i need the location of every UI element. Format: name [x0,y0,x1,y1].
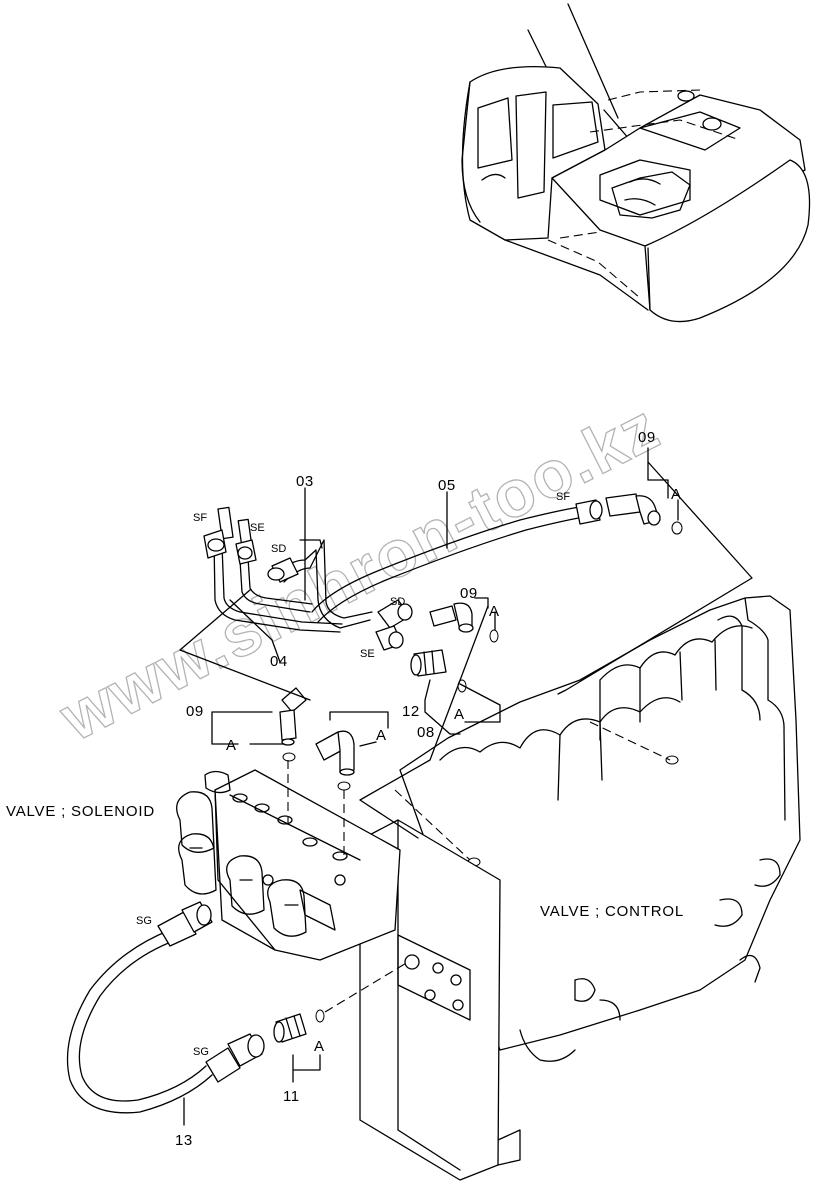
port-label-se-left: SE [250,522,265,534]
elbow-09-mid [429,602,474,633]
o-ring-mid [489,629,499,643]
port-label-sf-right: SF [556,491,570,503]
fitting-se-left [235,518,257,565]
port-label-sg-top: SG [136,915,152,927]
detail-label-a-top: A [671,486,682,503]
o-ring-11 [315,1009,325,1023]
label-valve-control: VALVE ; CONTROL [540,903,684,920]
port-label-sg-bottom: SG [193,1046,209,1058]
part-number-04: 04 [270,653,288,670]
centerline-11 [324,961,409,1013]
part-number-11: 11 [283,1088,300,1105]
o-ring-left [282,752,296,762]
port-label-sd-left: SD [271,543,286,555]
part-number-03: 03 [296,473,314,490]
detail-label-a-mid: A [489,603,500,620]
fitting-sd-left [267,557,299,583]
part-number-09-mid: 09 [460,585,478,602]
adapter-08 [410,649,447,677]
detail-label-a-left: A [226,737,237,754]
detail-label-a-12: A [376,727,387,744]
hose-13 [66,901,265,1114]
detail-label-a-08: A [454,706,465,723]
fitting-se-mid [375,625,404,651]
part-number-09-top: 09 [638,429,656,446]
port-label-sd-mid: SD [390,596,405,608]
port-label-sf-left: SF [193,512,207,524]
leader-lines [179,447,753,1126]
elbow-12 [315,730,355,776]
fitting-sf-left [203,506,234,559]
o-ring-12 [337,781,351,791]
part-number-08: 08 [417,724,435,741]
o-ring-top [671,521,683,535]
adapter-11 [273,1013,307,1043]
detail-label-a-11: A [314,1038,325,1055]
labels: VALVE ; SOLENOID VALVE ; CONTROL 03 04 0… [6,429,684,1149]
part-number-05: 05 [438,477,456,494]
elbow-09-top [605,493,661,526]
sf-right-fitting [575,499,603,525]
elbow-09-left [279,687,307,746]
port-label-se-mid: SE [360,648,375,660]
part-number-13: 13 [175,1132,193,1149]
part-number-09-left: 09 [186,703,204,720]
excavator-overview [461,3,811,323]
hose-05 [311,505,591,623]
part-number-12: 12 [402,703,420,720]
solenoid-valve-assembly [176,769,401,961]
label-valve-solenoid: VALVE ; SOLENOID [6,803,155,820]
fitting-sd-mid [377,599,413,629]
